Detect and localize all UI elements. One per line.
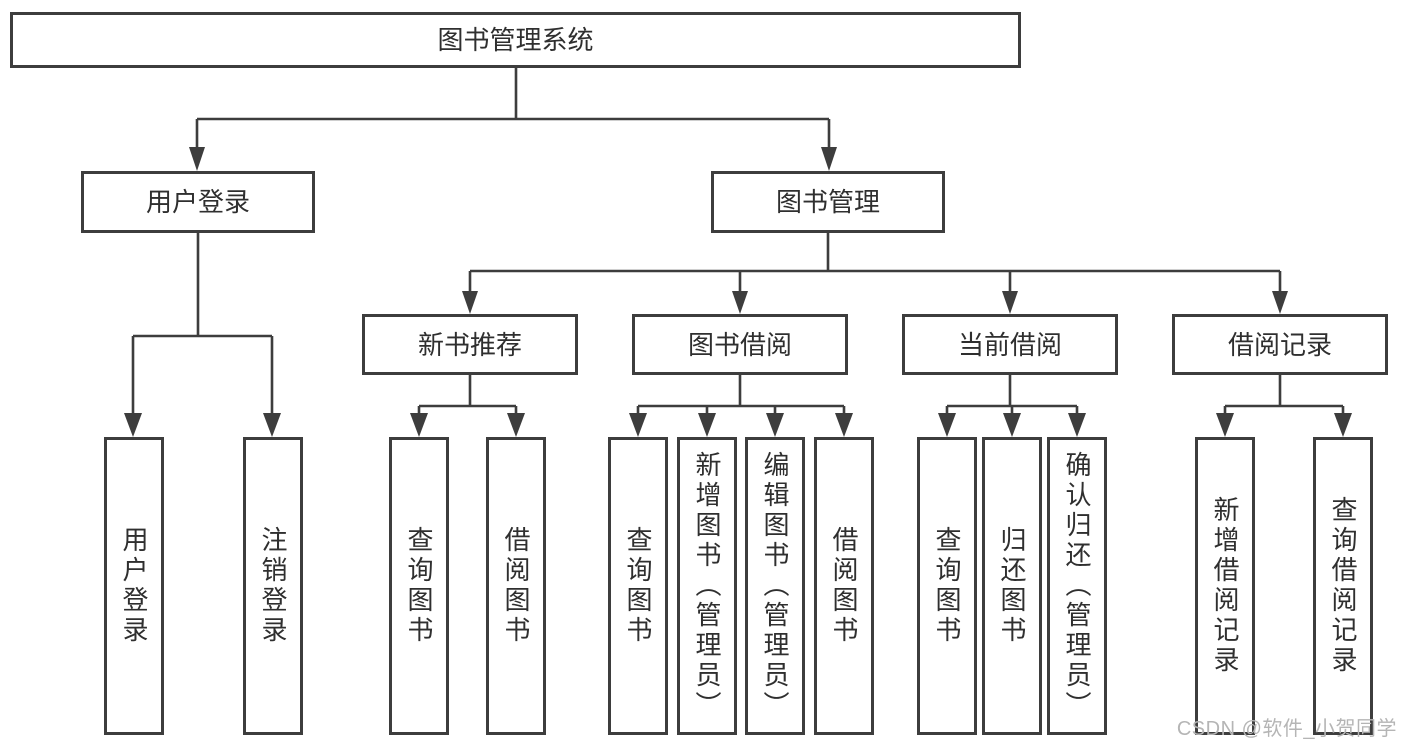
leaf-user-login: 用户登录 bbox=[104, 437, 164, 735]
leaf-confirm-return-admin-label: 确认归还（管理员） bbox=[1062, 451, 1092, 721]
leaf-return-book: 归还图书 bbox=[982, 437, 1042, 735]
leaf-query-books-current-label: 查询图书 bbox=[932, 526, 962, 646]
leaf-query-books-recommend-label: 查询图书 bbox=[404, 526, 434, 646]
leaf-logout: 注销登录 bbox=[243, 437, 303, 735]
node-borrow-records: 借阅记录 bbox=[1172, 314, 1388, 375]
node-new-book-recommend: 新书推荐 bbox=[362, 314, 578, 375]
node-new-book-recommend-label: 新书推荐 bbox=[417, 329, 522, 360]
leaf-add-book-admin-label: 新增图书（管理员） bbox=[692, 451, 722, 721]
leaf-confirm-return-admin: 确认归还（管理员） bbox=[1047, 437, 1107, 735]
leaf-add-book-admin: 新增图书（管理员） bbox=[677, 437, 737, 735]
leaf-edit-book-admin: 编辑图书（管理员） bbox=[745, 437, 805, 735]
leaf-query-books-current: 查询图书 bbox=[917, 437, 977, 735]
leaf-add-borrow-record: 新增借阅记录 bbox=[1195, 437, 1255, 735]
leaf-query-books-recommend: 查询图书 bbox=[389, 437, 449, 735]
node-root-label: 图书管理系统 bbox=[437, 25, 594, 55]
node-user-login: 用户登录 bbox=[81, 171, 315, 233]
leaf-return-book-label: 归还图书 bbox=[997, 526, 1027, 646]
watermark: CSDN @软件_小贺同学 bbox=[1176, 718, 1397, 740]
leaf-add-borrow-record-label: 新增借阅记录 bbox=[1210, 496, 1240, 676]
node-root: 图书管理系统 bbox=[10, 12, 1021, 68]
leaf-query-books-borrow-label: 查询图书 bbox=[623, 526, 653, 646]
leaf-query-borrow-record: 查询借阅记录 bbox=[1313, 437, 1373, 735]
node-user-login-label: 用户登录 bbox=[145, 187, 250, 217]
leaf-query-borrow-record-label: 查询借阅记录 bbox=[1328, 496, 1358, 676]
leaf-user-login-label: 用户登录 bbox=[119, 526, 149, 646]
node-book-borrow-label: 图书借阅 bbox=[687, 329, 792, 360]
node-current-borrow-label: 当前借阅 bbox=[957, 329, 1062, 360]
node-current-borrow: 当前借阅 bbox=[902, 314, 1118, 375]
leaf-query-books-borrow: 查询图书 bbox=[608, 437, 668, 735]
node-book-borrow: 图书借阅 bbox=[632, 314, 848, 375]
node-borrow-records-label: 借阅记录 bbox=[1227, 329, 1332, 360]
leaf-borrow-books: 借阅图书 bbox=[814, 437, 874, 735]
leaf-borrow-books-recommend: 借阅图书 bbox=[486, 437, 546, 735]
node-book-management: 图书管理 bbox=[711, 171, 945, 233]
leaf-borrow-books-recommend-label: 借阅图书 bbox=[501, 526, 531, 646]
leaf-edit-book-admin-label: 编辑图书（管理员） bbox=[760, 451, 790, 721]
node-book-management-label: 图书管理 bbox=[775, 187, 880, 217]
arrowheads bbox=[124, 147, 1352, 437]
leaf-logout-label: 注销登录 bbox=[258, 526, 288, 646]
leaf-borrow-books-label: 借阅图书 bbox=[829, 526, 859, 646]
